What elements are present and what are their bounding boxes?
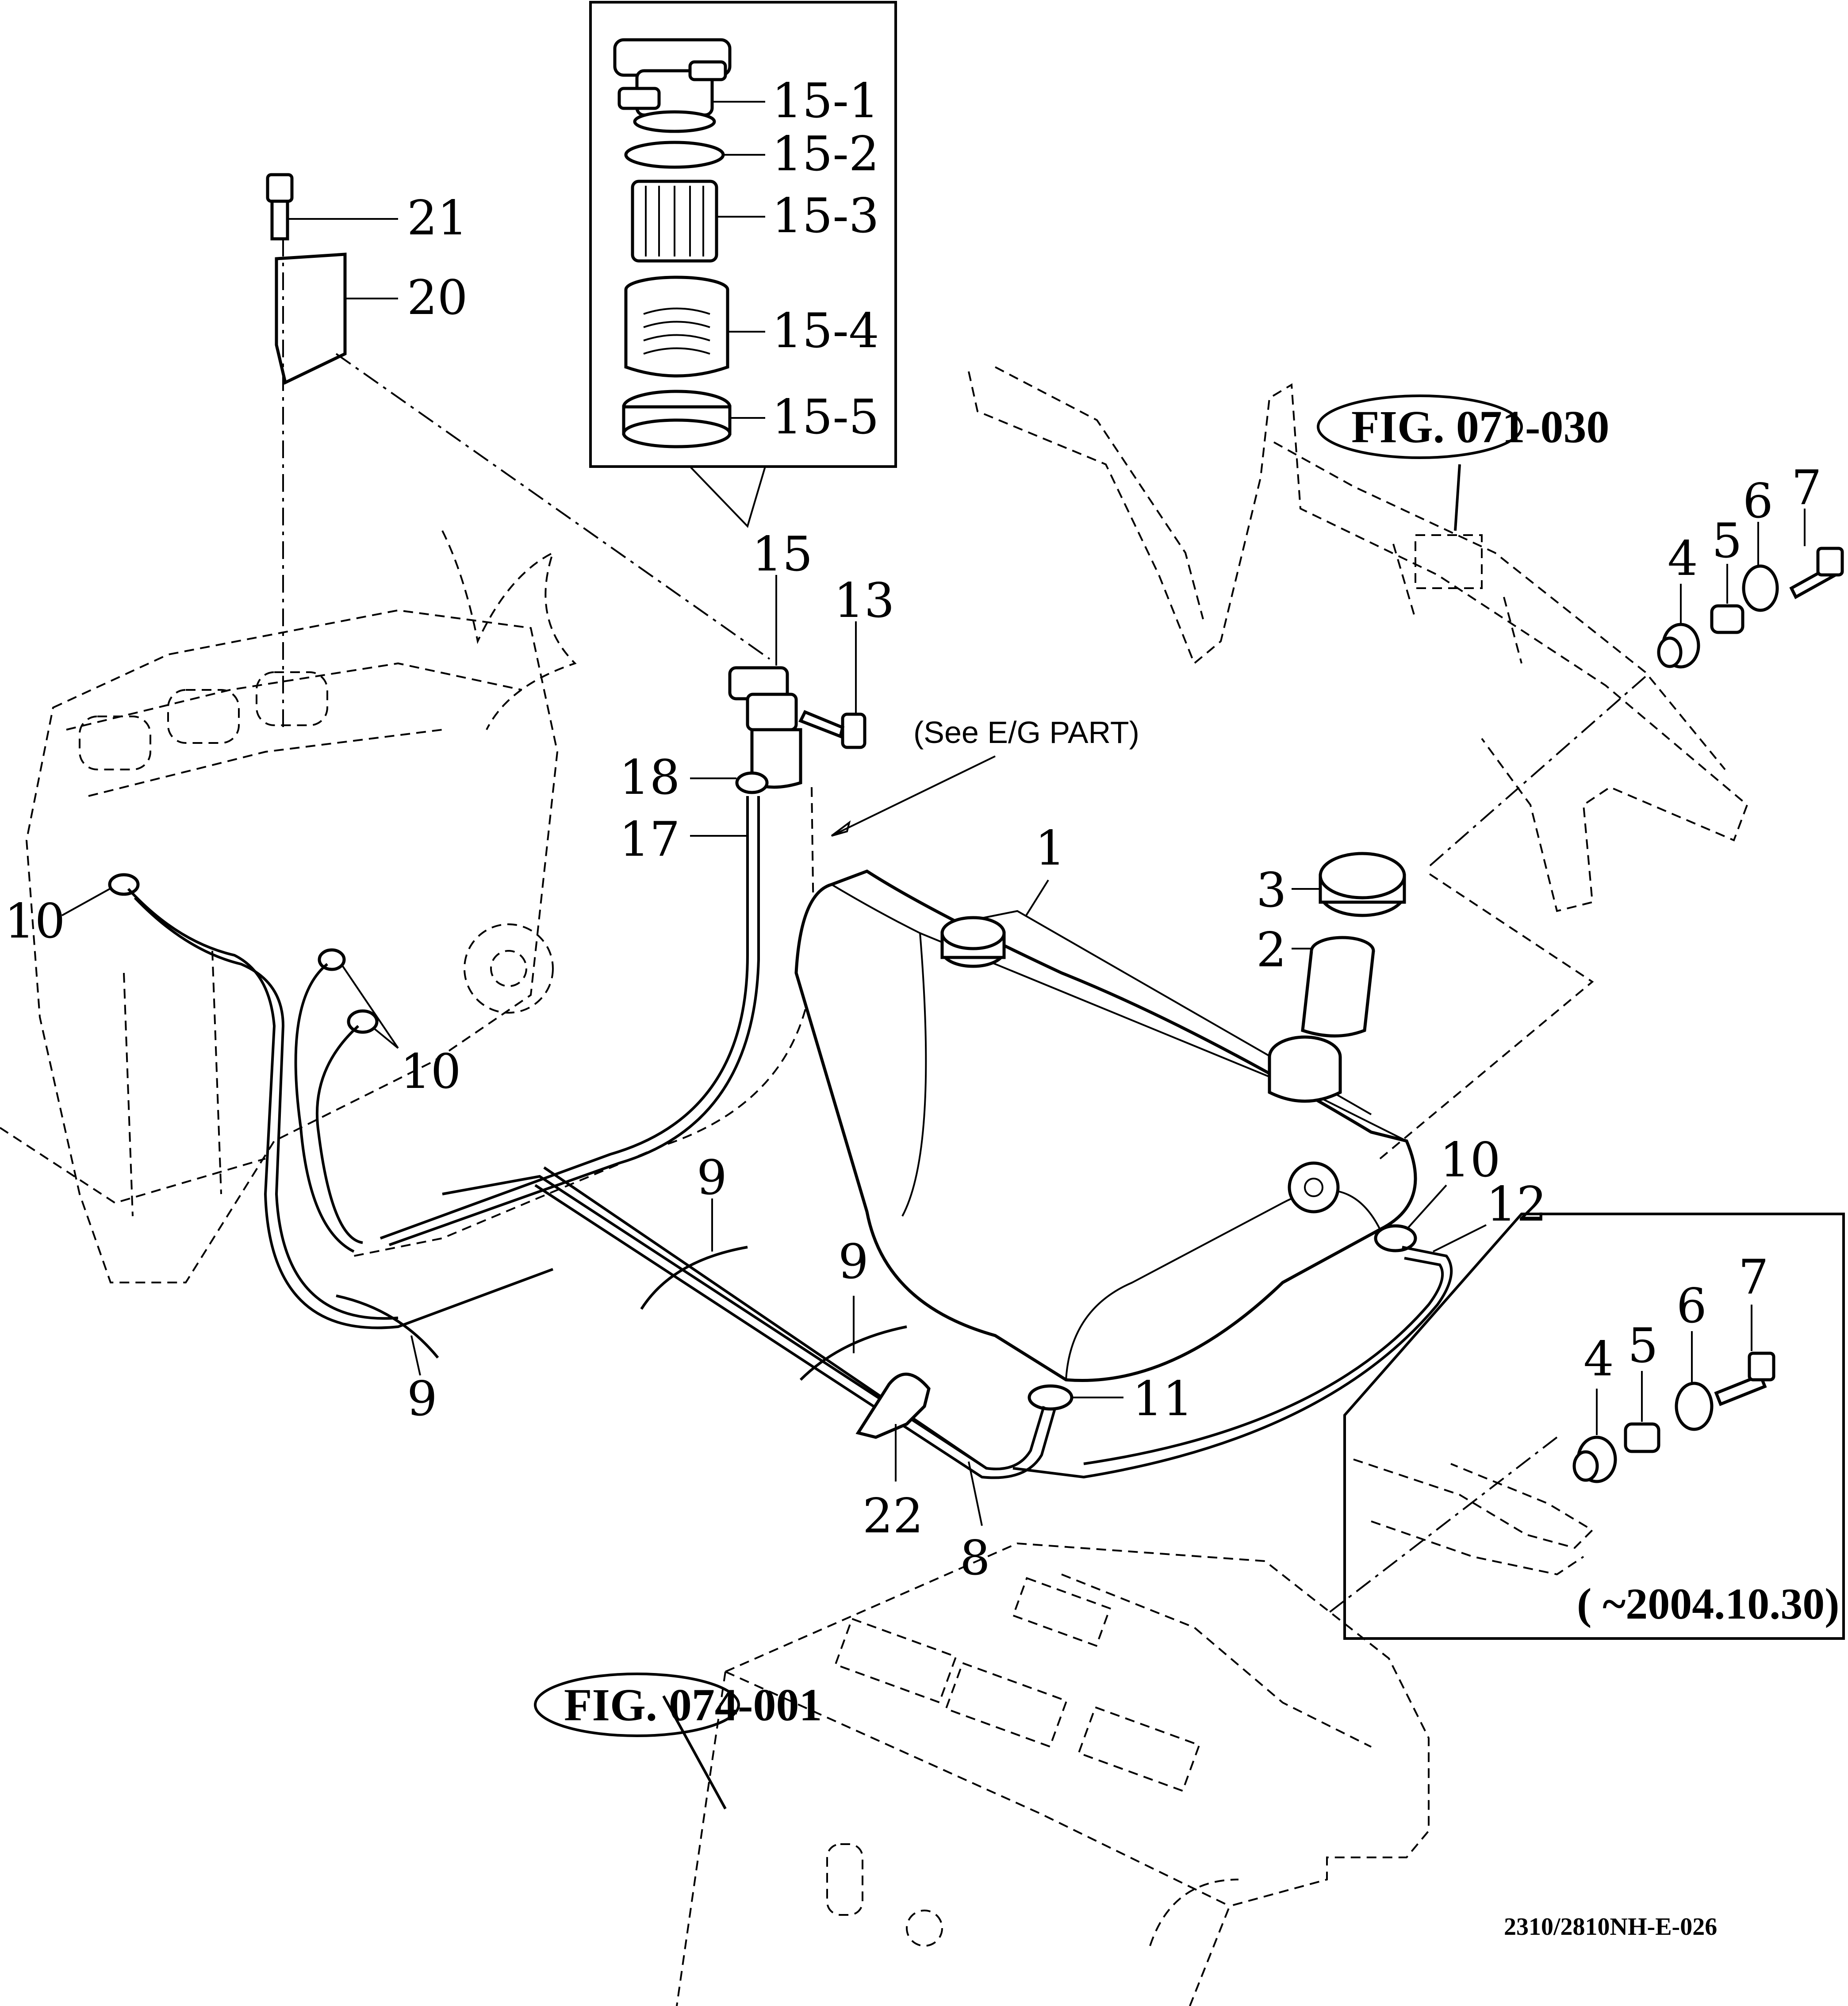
callout-10-right: 10 xyxy=(1440,1133,1500,1188)
washer-6-lower xyxy=(1675,1382,1714,1431)
callout-15-2: 15-2 xyxy=(772,126,879,182)
fig-074-001-ref[interactable] xyxy=(534,1673,740,1737)
callout-15: 15 xyxy=(752,527,813,582)
callout-17: 17 xyxy=(619,812,680,867)
callout-4-upper: 4 xyxy=(1668,531,1698,586)
callout-6-lower: 6 xyxy=(1676,1279,1707,1334)
clip-22 xyxy=(855,1372,931,1439)
frame-074-001 xyxy=(676,1542,1430,2006)
clamp-11 xyxy=(1028,1384,1074,1411)
callout-9-right: 9 xyxy=(838,1234,869,1290)
clamp-18 xyxy=(735,771,769,794)
rubber-mount-4-upper xyxy=(1657,623,1700,669)
hose-17 xyxy=(380,796,749,1240)
callout-15-4: 15-4 xyxy=(772,303,879,359)
hose-12 xyxy=(1012,1246,1453,1479)
cable-tie-9-mid xyxy=(640,1246,748,1310)
filter-bowl-15-4 xyxy=(624,276,729,378)
clamp-10-mid-b xyxy=(347,1009,379,1034)
callout-21: 21 xyxy=(407,191,468,246)
callout-10-left: 10 xyxy=(4,894,65,949)
callout-22: 22 xyxy=(863,1489,923,1544)
washer-6-upper xyxy=(1742,564,1779,612)
engine-assembly xyxy=(0,530,577,1283)
callout-7-lower: 7 xyxy=(1738,1250,1769,1305)
callout-2: 2 xyxy=(1256,923,1287,978)
bolt-7-lower xyxy=(1714,1351,1775,1406)
fig-071-030-ref[interactable] xyxy=(1317,394,1523,459)
callout-13: 13 xyxy=(834,573,894,628)
filter-head-15-1 xyxy=(613,38,732,133)
fig-074-001-label: FIG. 074-001 xyxy=(564,1680,822,1730)
hose-8 xyxy=(442,1175,1045,1470)
filter-element-15-3 xyxy=(631,180,718,263)
callout-9-mid: 9 xyxy=(697,1150,727,1206)
rubber-mount-4-lower xyxy=(1572,1436,1617,1483)
callout-18: 18 xyxy=(619,750,680,805)
drawing-number: 2310/2810NH-E-026 xyxy=(1504,1913,1717,1941)
bolt-7-upper xyxy=(1789,547,1844,599)
callout-20: 20 xyxy=(407,270,468,325)
date-range-inset xyxy=(1343,1213,1845,1640)
cable-tie-9-left xyxy=(336,1294,439,1359)
see-engine-part-note: (See E/G PART) xyxy=(913,715,1139,750)
fuel-cap-3 xyxy=(1319,852,1406,917)
hose-left xyxy=(127,888,554,1329)
callout-10-mid: 10 xyxy=(400,1044,461,1099)
callout-12: 12 xyxy=(1486,1177,1547,1232)
callout-1: 1 xyxy=(1035,821,1066,876)
cable-tie-9-right xyxy=(799,1325,907,1381)
callout-8: 8 xyxy=(960,1531,990,1586)
callout-4-lower: 4 xyxy=(1583,1332,1614,1387)
callout-3: 3 xyxy=(1256,863,1287,918)
callout-5-lower: 5 xyxy=(1628,1318,1658,1374)
retaining-ring-15-5 xyxy=(622,390,732,448)
callout-7-upper: 7 xyxy=(1791,460,1822,516)
inset-pointer xyxy=(689,466,766,528)
bolt-13 xyxy=(798,710,866,749)
callout-15-3: 15-3 xyxy=(772,188,879,244)
fuel-tank-1 xyxy=(794,869,1417,1382)
date-range-label: ( ~2004.10.30) xyxy=(1577,1579,1840,1628)
callout-6-upper: 6 xyxy=(1743,474,1773,529)
frame-071-030 xyxy=(968,366,1748,912)
o-ring-15-2 xyxy=(624,141,725,169)
callout-9-left: 9 xyxy=(407,1371,437,1427)
bracket-20 xyxy=(275,253,347,385)
callout-5-upper: 5 xyxy=(1712,513,1742,569)
clamp-10-left xyxy=(108,873,140,896)
callout-11: 11 xyxy=(1132,1371,1193,1427)
filter-exploded-inset xyxy=(589,1,897,468)
fuel-filter-15 xyxy=(728,666,802,789)
collar-5-lower xyxy=(1624,1422,1660,1453)
clamp-10-right xyxy=(1374,1224,1417,1252)
fig-071-030-label: FIG. 071-030 xyxy=(1351,402,1610,452)
callout-15-1: 15-1 xyxy=(772,73,879,129)
bolt-21 xyxy=(266,173,294,241)
collar-5-upper xyxy=(1710,604,1744,634)
callout-15-5: 15-5 xyxy=(772,390,879,445)
filler-neck-2 xyxy=(1301,936,1375,1037)
